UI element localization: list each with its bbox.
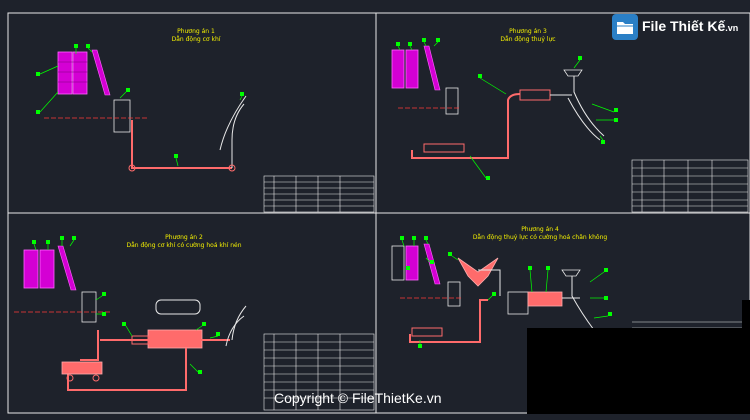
panel-1-title-block bbox=[263, 175, 375, 213]
panel-3-title-line1: Phương án 3 bbox=[509, 28, 547, 35]
panel-2-title-line2: Dẫn động cơ khí có cường hoá khí nén bbox=[126, 242, 242, 249]
logo-text: File Thiết Kế bbox=[642, 18, 726, 34]
panel-3-mechanism bbox=[391, 38, 618, 180]
panel-1-title-line2: Dẫn động cơ khí bbox=[171, 36, 221, 43]
panel-1-title: Phương án 1 Dẫn động cơ khí bbox=[172, 28, 221, 44]
occlusion-box-right-edge bbox=[742, 300, 750, 414]
panel-4-mechanism bbox=[391, 236, 612, 348]
panel-1-mechanism bbox=[36, 44, 247, 172]
panel-1-cabin bbox=[57, 51, 73, 95]
panel-3-title-block bbox=[631, 159, 749, 213]
logo-wordmark: File Thiết Kế.vn bbox=[642, 18, 738, 34]
panel-4-title-line1: Phương án 4 bbox=[521, 226, 559, 233]
panel-2-air-tank bbox=[155, 299, 201, 315]
panel-2-title-line1: Phương án 2 bbox=[165, 234, 203, 241]
logo-suffix: .vn bbox=[725, 23, 739, 33]
panel-1-title-line1: Phương án 1 bbox=[177, 28, 215, 35]
panel-3-title-line2: Dẫn động thuỷ lực bbox=[500, 36, 556, 43]
drawing-frames bbox=[7, 12, 750, 414]
panel-2-mechanism bbox=[14, 236, 247, 391]
panel-4-title-line2: Dẫn động thuỷ lực có cường hoá chân khôn… bbox=[472, 234, 608, 241]
panel-4-vacuum-manifold bbox=[457, 257, 499, 287]
panel-3-title: Phương án 3 Dẫn động thuỷ lực bbox=[500, 28, 555, 44]
brand-logo: File Thiết Kế.vn bbox=[612, 14, 738, 42]
panel-2-title: Phương án 2 Dẫn động cơ khí có cường hoá… bbox=[126, 234, 241, 250]
panel-4-title: Phương án 4 Dẫn động thuỷ lực có cường h… bbox=[473, 226, 607, 242]
panel-2-title-block bbox=[263, 333, 375, 411]
occlusion-box-right bbox=[527, 328, 748, 414]
folder-icon bbox=[612, 14, 638, 40]
copyright-text: Copyright © FileThietKe.vn bbox=[274, 390, 442, 406]
